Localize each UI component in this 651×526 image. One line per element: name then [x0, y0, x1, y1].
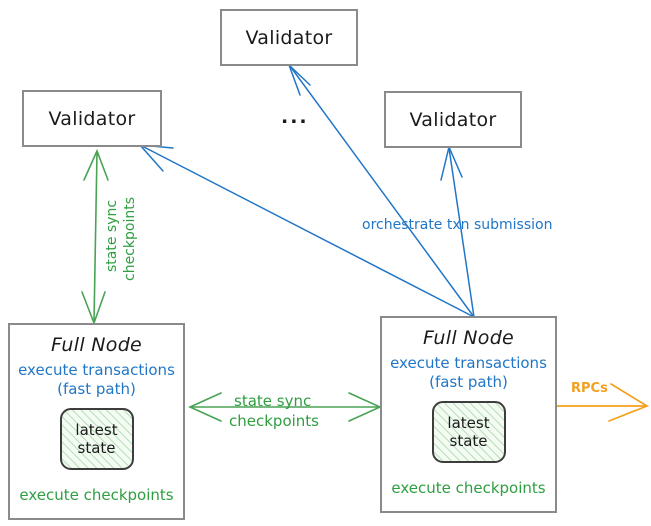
latest-state-left-line-1: latest — [75, 420, 118, 439]
validator-top-label: Validator — [245, 26, 333, 49]
latest-state-right-line-1: latest — [447, 413, 490, 432]
edge-label-state-sync-horizontal-line-2: checkpoints — [229, 412, 319, 430]
validator-left-label: Validator — [48, 107, 136, 130]
latest-state-box-left[interactable]: latest state — [59, 408, 134, 471]
fullnode-right-blue-line-1: execute transactions — [390, 354, 547, 372]
latest-state-box-right[interactable]: latest state — [431, 401, 506, 464]
fullnode-left-blue-line-2: (fast path) — [57, 380, 136, 399]
fullnode-left-title: Full Node — [50, 334, 143, 356]
validator-box-left[interactable]: Validator — [22, 90, 162, 147]
validators-ellipsis: ... — [281, 106, 309, 128]
fullnode-left-blue-line-1: execute transactions — [18, 361, 175, 379]
fullnode-left-blue-text: execute transactions (fast path) — [18, 361, 175, 399]
fullnode-right-green-text: execute checkpoints — [391, 479, 546, 497]
fullnode-box-right[interactable]: Full Node execute transactions (fast pat… — [380, 316, 557, 513]
fullnode-left-green-text: execute checkpoints — [19, 486, 174, 504]
edge-label-state-sync-vertical-line-1: state sync — [104, 199, 120, 272]
validator-box-top[interactable]: Validator — [220, 9, 358, 66]
fullnode-right-blue-line-2: (fast path) — [429, 373, 508, 392]
edge-label-state-sync-vertical-line-2: checkpoints — [122, 197, 138, 281]
latest-state-right-line-2: state — [449, 432, 488, 451]
edge-label-rpcs: RPCs — [571, 381, 608, 396]
fullnode-right-title: Full Node — [422, 327, 515, 349]
edge-label-orchestrate-txn-submission: orchestrate txn submission — [362, 217, 553, 233]
edge-label-state-sync-horizontal-line-1: state sync — [234, 392, 312, 410]
latest-state-left-line-2: state — [77, 439, 116, 458]
validator-right-label: Validator — [409, 108, 497, 131]
validator-box-right[interactable]: Validator — [384, 91, 522, 148]
fullnode-box-left[interactable]: Full Node execute transactions (fast pat… — [8, 323, 185, 520]
fullnode-right-blue-text: execute transactions (fast path) — [390, 354, 547, 392]
